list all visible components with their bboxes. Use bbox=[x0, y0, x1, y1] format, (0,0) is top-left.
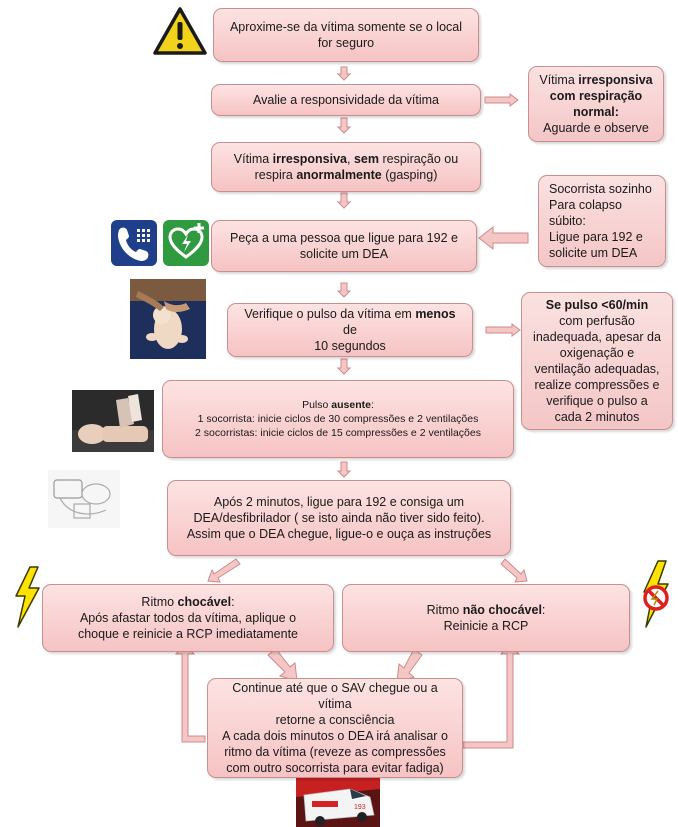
shockable-l1c: : bbox=[231, 595, 235, 609]
step-approach-line2: for seguro bbox=[317, 36, 375, 50]
loop-left bbox=[174, 643, 206, 743]
step-continue-cpr: Continue até que o SAV chegue ou a vítim… bbox=[207, 678, 463, 778]
side-pulse-low: Se pulso <60/min com perfusão inadequada… bbox=[521, 292, 673, 430]
side-normal-l3: normal: bbox=[573, 105, 619, 119]
step3-l1c: , bbox=[347, 152, 354, 166]
step3-l1e: respiração ou bbox=[379, 152, 459, 166]
shockable-l1b: chocável bbox=[177, 595, 232, 609]
aed-sketch bbox=[48, 470, 120, 528]
side-pulse-l5: ventilação adequadas, bbox=[534, 362, 660, 376]
side-alone-l3: súbito: bbox=[549, 214, 586, 228]
step3-l2a: respira bbox=[254, 168, 297, 182]
shockable-l2: Após afastar todos da vítima, aplique o bbox=[79, 611, 297, 625]
rhythm-non-shockable: Ritmo não chocável: Reinicie a RCP bbox=[342, 584, 630, 652]
side-pulse-l6: realize compressões e bbox=[534, 378, 660, 392]
side-pulse-l8: cada 2 minutos bbox=[554, 410, 640, 424]
step6-title-c: : bbox=[370, 399, 374, 411]
side-alone-l5: solicite um DEA bbox=[549, 246, 638, 260]
step5-l1a: Verifique o pulso da vítima em bbox=[244, 307, 416, 321]
arrow-down-2 bbox=[336, 117, 352, 134]
continue-l5: com outro socorrista para evitar fadiga) bbox=[226, 761, 444, 775]
arrow-down-6 bbox=[336, 461, 352, 478]
side-normal-l2: com respiração bbox=[549, 89, 643, 103]
continue-l4: ritmo da vítima (reveze as compressões bbox=[224, 745, 446, 759]
step6-title-b: ausente bbox=[331, 399, 371, 411]
side-rescuer-alone: Socorrista sozinho Para colapso súbito: … bbox=[538, 175, 666, 267]
lightning-icon bbox=[15, 566, 40, 628]
side-alone-l4: Ligue para 192 e bbox=[549, 230, 643, 244]
nonshock-l1a: Ritmo bbox=[426, 603, 463, 617]
step-check-pulse: Verifique o pulso da vítima em menos de … bbox=[227, 303, 473, 357]
loop-right bbox=[462, 643, 521, 749]
step6-l2: 1 socorrista: inicie ciclos de 30 compre… bbox=[197, 413, 479, 425]
continue-l3: A cada dois minutos o DEA irá analisar o bbox=[222, 729, 448, 743]
step3-l2c: (gasping) bbox=[381, 168, 438, 182]
arrow-left-big bbox=[478, 225, 529, 251]
arrow-down-3 bbox=[336, 192, 352, 209]
side-pulse-l7: verifique o pulso a bbox=[546, 394, 648, 408]
step-call-192: Peça a uma pessoa que ligue para 192 e s… bbox=[211, 220, 477, 272]
arrow-down-5 bbox=[336, 358, 352, 375]
nonshock-l1b: não chocável bbox=[462, 603, 542, 617]
shockable-l3: choque e reinicie a RCP imediatamente bbox=[77, 627, 299, 641]
step3-l1a: Vítima bbox=[233, 152, 273, 166]
step3-l1d: sem bbox=[353, 152, 379, 166]
continue-l2: retorne a consciência bbox=[275, 713, 395, 727]
side-normal-l4: Aguarde e observe bbox=[543, 121, 649, 135]
side-alone-l1: Socorrista sozinho bbox=[549, 182, 652, 196]
arrow-right-2 bbox=[485, 323, 521, 337]
step-approach: Aproxime-se da vítima somente se o local… bbox=[213, 8, 479, 62]
ambulance-number: 193 bbox=[354, 804, 366, 811]
step-assess-responsiveness: Avalie a responsividade da vítima bbox=[211, 84, 481, 116]
side-pulse-l1: Se pulso <60/min bbox=[545, 298, 649, 312]
step-pulse-absent: Pulso ausente: 1 socorrista: inicie cicl… bbox=[162, 380, 514, 458]
step3-l2b: anormalmente bbox=[296, 168, 382, 182]
aed-icon bbox=[163, 220, 209, 266]
step6-title-a: Pulso bbox=[302, 399, 332, 411]
arrow-shock-to-continue bbox=[267, 648, 298, 682]
step4-l2: solicite um DEA bbox=[299, 247, 389, 261]
arrow-diag-right bbox=[500, 558, 528, 583]
step-approach-line1: Aproxime-se da vítima somente se o local bbox=[229, 20, 463, 34]
step7-l1: Após 2 minutos, ligue para 192 e consiga… bbox=[213, 495, 465, 509]
infant-pulse-photo bbox=[130, 279, 206, 359]
step3-l1b: irresponsiva bbox=[272, 152, 348, 166]
step5-l1b: menos bbox=[415, 307, 456, 321]
step5-l1c: de bbox=[343, 323, 357, 337]
continue-l1: Continue até que o SAV chegue ou a vítim… bbox=[232, 681, 438, 711]
side-alone-l2: Para colapso bbox=[549, 198, 622, 212]
nonshock-l2: Reinicie a RCP bbox=[443, 619, 529, 633]
side-normal-l1b: irresponsiva bbox=[578, 73, 653, 87]
step4-l1: Peça a uma pessoa que ligue para 192 e bbox=[230, 231, 458, 245]
nonshock-l1c: : bbox=[541, 603, 546, 617]
step-aed-arrival: Após 2 minutos, ligue para 192 e consiga… bbox=[167, 480, 511, 556]
cpr-manikin-photo bbox=[72, 390, 154, 452]
side-pulse-l2: com perfusão bbox=[559, 314, 635, 328]
rhythm-shockable: Ritmo chocável: Após afastar todos da ví… bbox=[42, 584, 334, 652]
warning-icon bbox=[153, 7, 207, 55]
side-normal-l1a: Vítima bbox=[539, 73, 579, 87]
step5-l2: 10 segundos bbox=[314, 339, 386, 353]
side-pulse-l3: inadequada, apesar da bbox=[533, 330, 661, 344]
step7-l3: Assim que o DEA chegue, ligue-o e ouça a… bbox=[186, 527, 492, 541]
step-assess-text: Avalie a responsividade da vítima bbox=[253, 93, 439, 107]
no-shock-icon bbox=[643, 560, 669, 628]
step6-l3: 2 socorristas: inicie ciclos de 15 compr… bbox=[195, 427, 481, 439]
side-normal-breathing: Vítima irresponsiva com respiração norma… bbox=[528, 66, 664, 142]
arrow-diag-left bbox=[207, 558, 241, 583]
ambulance-photo: 193 bbox=[296, 775, 380, 827]
arrow-down-1 bbox=[336, 66, 352, 81]
arrow-down-4 bbox=[336, 282, 352, 298]
arrow-right-1 bbox=[484, 93, 519, 107]
side-pulse-l4: oxigenação e bbox=[559, 346, 635, 360]
shockable-l1a: Ritmo bbox=[141, 595, 178, 609]
phone-icon bbox=[111, 220, 157, 266]
step7-l2: DEA/desfibrilador ( se isto ainda não ti… bbox=[193, 511, 485, 525]
step-unresponsive: Vítima irresponsiva, sem respiração ou r… bbox=[211, 142, 481, 192]
